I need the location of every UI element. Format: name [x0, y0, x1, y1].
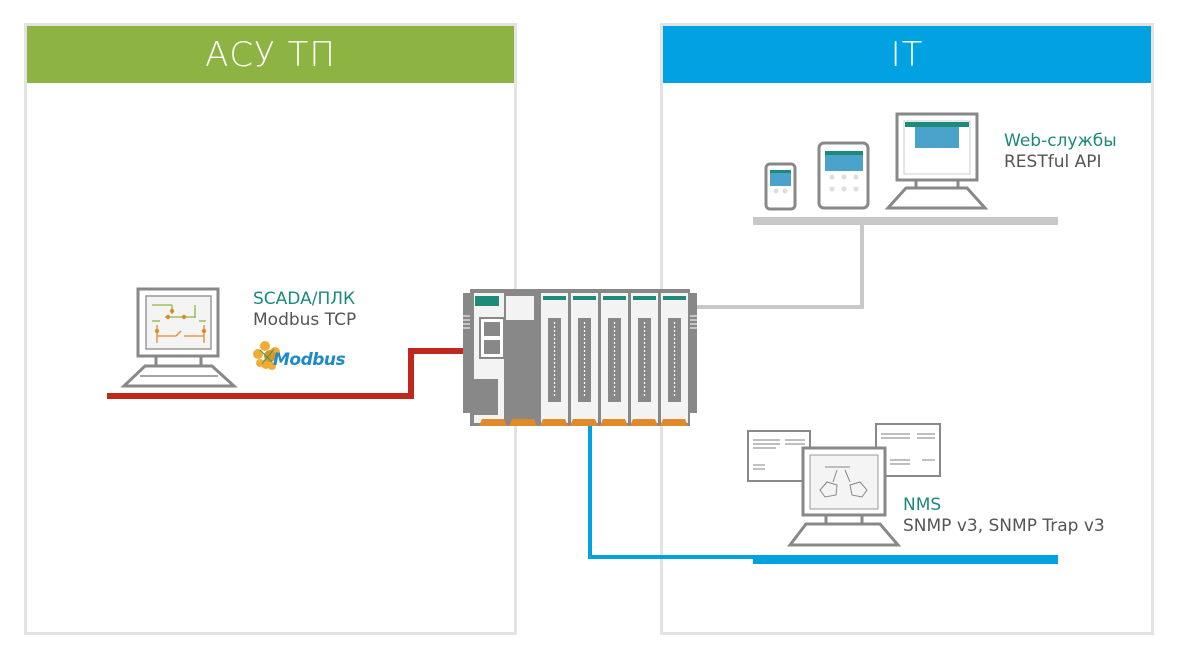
ot-panel: АСУ ТП	[24, 23, 517, 635]
tablet-icon	[817, 141, 870, 210]
web-label: Web-службы RESTful API	[1004, 131, 1117, 173]
web-desktop-computer-icon	[884, 112, 989, 210]
modbus-logo-text: Modbus	[273, 350, 346, 370]
plc-io-modules	[541, 293, 688, 423]
modbus-logo-icon	[253, 341, 280, 370]
modbus-link	[107, 348, 465, 399]
nms-link	[588, 425, 1058, 564]
scada-protocol: Modbus TCP	[253, 310, 357, 330]
smartphone-icon	[764, 162, 797, 211]
nms-label: NMS SNMP v3, SNMP Trap v3	[903, 495, 1105, 537]
ot-panel-header: АСУ ТП	[27, 26, 514, 83]
scada-title: SCADA/ПЛК	[253, 289, 356, 309]
web-title: Web-службы	[1004, 131, 1117, 151]
plc-controller-icon	[463, 289, 697, 426]
nms-computer-icon	[747, 423, 941, 547]
nms-protocol: SNMP v3, SNMP Trap v3	[903, 516, 1105, 536]
web-link	[690, 217, 1058, 309]
scada-label: SCADA/ПЛК Modbus TCP	[253, 289, 356, 331]
scada-computer-icon	[120, 287, 238, 388]
it-panel-header: IT	[663, 26, 1151, 83]
web-protocol: RESTful API	[1004, 152, 1102, 172]
nms-title: NMS	[903, 495, 942, 515]
